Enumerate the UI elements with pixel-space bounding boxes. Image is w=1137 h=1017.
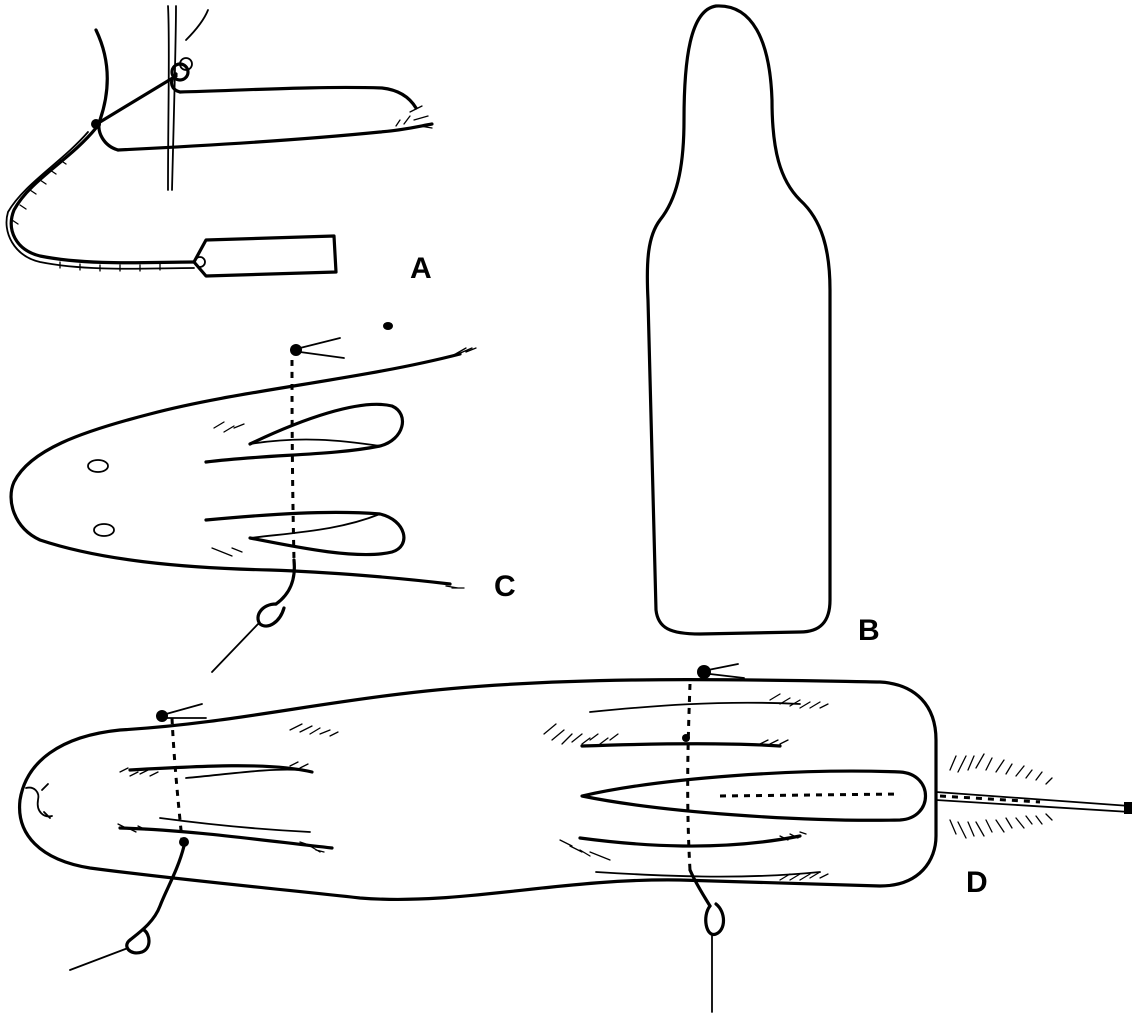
panel-b-drawing (647, 6, 830, 634)
panel-label-c: C (494, 570, 516, 603)
panel-c-drawing (11, 322, 476, 672)
panel-d-drawing (20, 664, 1132, 1012)
panel-label-b: B (858, 614, 880, 647)
panel-label-a: A (410, 252, 432, 285)
panel-label-d: D (966, 866, 988, 899)
panel-a-drawing (6, 6, 432, 276)
